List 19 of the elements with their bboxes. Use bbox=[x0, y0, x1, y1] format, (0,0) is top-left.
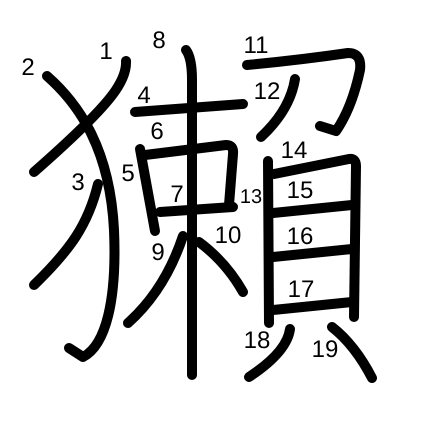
stroke-number: 6 bbox=[150, 120, 164, 144]
stroke-number: 3 bbox=[71, 171, 85, 195]
stroke-number: 15 bbox=[286, 179, 314, 203]
stroke-number: 11 bbox=[244, 34, 268, 58]
stroke-number: 4 bbox=[137, 84, 151, 108]
stroke-number: 14 bbox=[280, 139, 308, 163]
stroke-number: 1 bbox=[99, 40, 113, 64]
stroke-number: 12 bbox=[254, 80, 280, 104]
stroke-number: 5 bbox=[121, 162, 135, 186]
stroke-number: 18 bbox=[244, 329, 270, 353]
stroke-number: 7 bbox=[170, 183, 184, 207]
stroke-number: 9 bbox=[151, 241, 165, 265]
stroke-number: 2 bbox=[21, 56, 35, 80]
stroke-number: 16 bbox=[286, 225, 314, 249]
stroke-number: 19 bbox=[312, 338, 338, 362]
stroke-number: 8 bbox=[152, 29, 166, 53]
stroke-number: 10 bbox=[214, 224, 242, 248]
stroke-number: 17 bbox=[288, 278, 314, 302]
stroke-number: 13 bbox=[240, 187, 262, 207]
